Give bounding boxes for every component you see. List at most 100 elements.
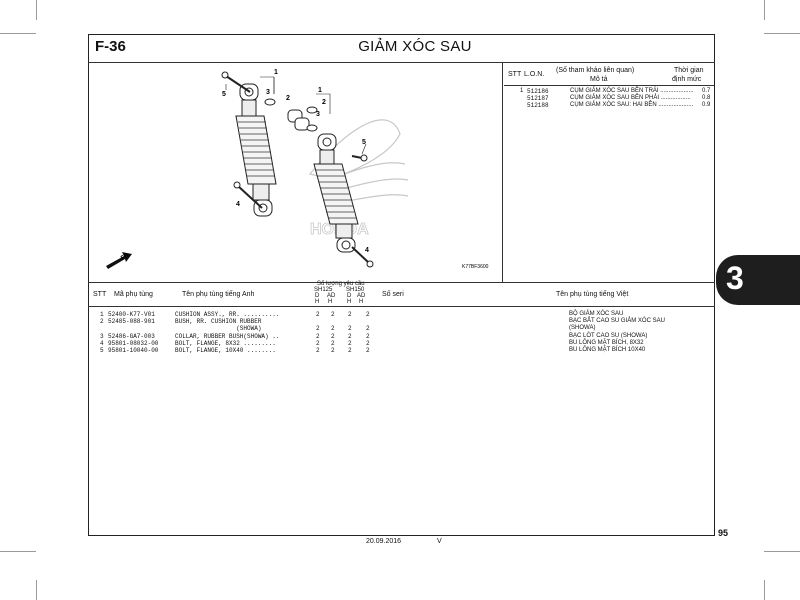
parts-header-d1: D (315, 293, 320, 299)
parts-header-qty-caption: Số lượng yêu cầu (317, 281, 365, 287)
part-name-vn: BẠC LÓT CAO SU (SHOWA) (569, 333, 648, 339)
crop-mark (0, 33, 36, 34)
callout-3: 3 (266, 89, 270, 96)
parts-header-serial: Số seri (382, 291, 404, 298)
callout-5: 5 (222, 91, 226, 98)
part-name-en: CUSHION ASSY., RR. .......... (175, 311, 280, 318)
part-name-vn: BẠC BẮT CAO SU GIẢM XÓC SAU (569, 318, 665, 324)
parts-header-stt: STT (93, 291, 107, 298)
figure-code: K77BF3600 (462, 264, 489, 270)
part-qty: 2 (348, 347, 352, 354)
part-qty: 2 (331, 333, 335, 340)
left-shock-absorber (235, 83, 277, 217)
part-qty: 2 (348, 325, 352, 332)
parts-header-h4: H (359, 299, 364, 305)
callout-3b: 3 (316, 111, 320, 118)
crop-mark (0, 551, 36, 552)
parts-header-h3: H (347, 299, 352, 305)
labor-row-desc: CỤM GIẢM XÓC SAU: HAI BÊN ..............… (570, 102, 694, 108)
labor-row-time: 0.9 (702, 102, 711, 108)
page-frame (88, 34, 715, 536)
part-qty: 2 (348, 333, 352, 340)
page-code: F-36 (95, 38, 126, 55)
part-qty: 2 (316, 311, 320, 318)
right-shock-absorber (313, 133, 359, 253)
crop-mark (764, 551, 800, 552)
labor-row-stt: 1 (520, 88, 524, 94)
callout-2: 2 (286, 95, 290, 102)
callout-4: 4 (236, 201, 240, 208)
header-divider (88, 62, 715, 63)
part-name-en: (SHOWA) (175, 325, 262, 332)
part-qty: 2 (316, 325, 320, 332)
part-qty: 2 (316, 340, 320, 347)
part-qty: 2 (316, 347, 320, 354)
crop-mark (36, 0, 37, 20)
front-direction-arrow (106, 252, 132, 269)
part-stt: 2 (100, 318, 104, 325)
page-title: GIẢM XÓC SAU (358, 38, 472, 55)
flange-bolts (221, 71, 374, 268)
part-qty: 2 (348, 311, 352, 318)
parts-header-part-no: Mã phụ tùng (114, 291, 153, 298)
parts-header-divider (88, 306, 715, 307)
parts-header-name-en: Tên phụ tùng tiếng Anh (182, 291, 255, 298)
exploded-diagram: HONDA (106, 69, 489, 270)
part-qty: 2 (331, 325, 335, 332)
crop-mark (764, 33, 800, 34)
part-stt: 3 (100, 333, 104, 340)
part-name-vn: BU LÔNG MẶT BÍCH 10X40 (569, 347, 646, 353)
parts-header-model1: SH125 (314, 287, 333, 293)
parts-header-h1: H (315, 299, 320, 305)
crop-mark (36, 580, 37, 600)
part-qty: 2 (331, 340, 335, 347)
part-name-en: COLLAR, RUBBER BUSH(SHOWA) .. (175, 333, 280, 340)
part-number: 95801-10040-00 (108, 347, 159, 354)
page-number: 95 (718, 528, 729, 538)
section-tab-number: 3 (726, 260, 744, 296)
part-stt: 4 (100, 340, 104, 347)
labor-header-desc-bottom: Mô tả (590, 76, 608, 83)
callout-2b: 2 (322, 99, 326, 106)
part-name-en: BOLT, FLANGE, 8X32 ......... (175, 340, 276, 347)
part-qty: 2 (366, 340, 370, 347)
labor-row-lon: 512186 (527, 88, 549, 95)
diagram-divider (502, 62, 503, 282)
callout-1b: 1 (318, 87, 322, 94)
part-stt: 1 (100, 311, 104, 318)
part-name-vn: BU LÔNG MẶT BÍCH, 8X32 (569, 340, 644, 346)
labor-header-time-bottom: định mức (672, 76, 702, 83)
labor-header-stt: STT (508, 71, 522, 78)
part-stt: 5 (100, 347, 104, 354)
part-number: 95801-08032-00 (108, 340, 159, 347)
part-qty: 2 (348, 340, 352, 347)
part-qty: 2 (331, 311, 335, 318)
part-name-en: BOLT, FLANGE, 10X40 ........ (175, 347, 276, 354)
labor-row-desc: CỤM GIẢM XÓC SAU BÊN PHẢI ..............… (570, 95, 691, 101)
labor-row-desc: CỤM GIẢM XÓC SAU BÊN TRÁI ..............… (570, 88, 694, 94)
labor-header-desc-top: (Số tham khảo liên quan) (556, 67, 635, 74)
direction-label: FR. (120, 252, 132, 262)
footer-date: 20.09.2016 (366, 538, 402, 545)
part-qty: 2 (366, 347, 370, 354)
part-qty: 2 (366, 325, 370, 332)
parts-header-d2: D (347, 293, 352, 299)
footer-version: V (437, 538, 442, 545)
part-qty: 2 (366, 333, 370, 340)
parts-header-name-vn: Tên phụ tùng tiếng Việt (556, 291, 629, 298)
section-tab: 3 (716, 255, 800, 305)
labor-row-time: 0.8 (702, 95, 711, 101)
crop-mark (764, 580, 765, 600)
part-number: 52400-K77-V01 (108, 311, 155, 318)
parts-header-h2: H (328, 299, 333, 305)
diagram-bottom-divider (88, 282, 715, 283)
parts-header-model2: SH150 (346, 287, 365, 293)
part-qty: 2 (316, 333, 320, 340)
parts-header-ad1: AD (327, 293, 336, 299)
labor-row-lon: 512188 (527, 102, 549, 109)
rubber-bushes (264, 98, 318, 132)
part-name-en: BUSH, RR. CUSHION RUBBER (175, 318, 262, 325)
parts-header-ad2: AD (357, 293, 366, 299)
callout-4b: 4 (365, 247, 369, 254)
labor-header-divider (504, 85, 714, 86)
